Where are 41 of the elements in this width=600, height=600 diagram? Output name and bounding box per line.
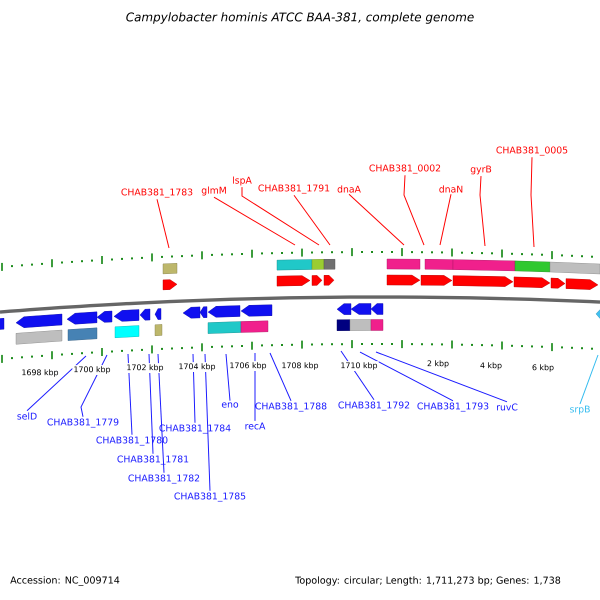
gene-label: srpB bbox=[570, 406, 590, 414]
gene-label: CHAB381_1793 bbox=[417, 402, 488, 412]
leader-line bbox=[204, 354, 210, 492]
leader-line bbox=[156, 198, 170, 248]
leader-line bbox=[226, 354, 230, 402]
gene-label: CHAB381_1782 bbox=[128, 474, 200, 484]
gene-label: dnaN bbox=[439, 185, 462, 193]
topology-text: Topology: circular; Length: 1,711,273 bp; Genes: 1,738 bbox=[294, 575, 562, 587]
gene-label: ruvC bbox=[497, 404, 518, 411]
title: Campylobacter hominis ATCC BAA-381, complete genome bbox=[126, 12, 474, 24]
leader-line bbox=[440, 194, 452, 246]
leader-line bbox=[360, 352, 454, 402]
gene-label: CHAB381_0002 bbox=[369, 164, 440, 174]
gene-label: CHAB381_1792 bbox=[338, 401, 410, 411]
leader-line bbox=[214, 196, 296, 246]
leader-line bbox=[294, 194, 330, 246]
leader-line bbox=[26, 356, 86, 412]
gene-label: CHAB381_1791 bbox=[258, 184, 330, 194]
gene-label: eno bbox=[222, 402, 238, 408]
gene-label: CHAB381_1788 bbox=[255, 402, 326, 412]
leader-line bbox=[158, 354, 164, 474]
leader-line bbox=[348, 194, 404, 246]
leader-line bbox=[530, 156, 534, 248]
leader-line bbox=[242, 186, 320, 246]
leader-line bbox=[480, 176, 486, 246]
gene-label: gyrB bbox=[470, 166, 492, 174]
leader-line bbox=[580, 354, 598, 404]
gene-label: CHAB381_1785 bbox=[174, 492, 246, 502]
leader-line bbox=[148, 354, 154, 454]
leader-line bbox=[404, 174, 424, 246]
gene-label: selD bbox=[17, 412, 37, 420]
gene-label: CHAB381_0005 bbox=[496, 146, 568, 156]
gene-label: recA bbox=[245, 422, 266, 430]
gene-label: glmM bbox=[202, 186, 226, 196]
gene-label: dnaA bbox=[338, 185, 361, 193]
gene-label: CHAB381_1783 bbox=[121, 188, 192, 198]
leader-line bbox=[376, 352, 508, 402]
accession-text: Accession: NC_009714 bbox=[9, 575, 121, 587]
leader-line bbox=[270, 352, 292, 402]
gene-label: lspA bbox=[233, 176, 252, 186]
gene-label: CHAB381_1779 bbox=[47, 418, 118, 428]
